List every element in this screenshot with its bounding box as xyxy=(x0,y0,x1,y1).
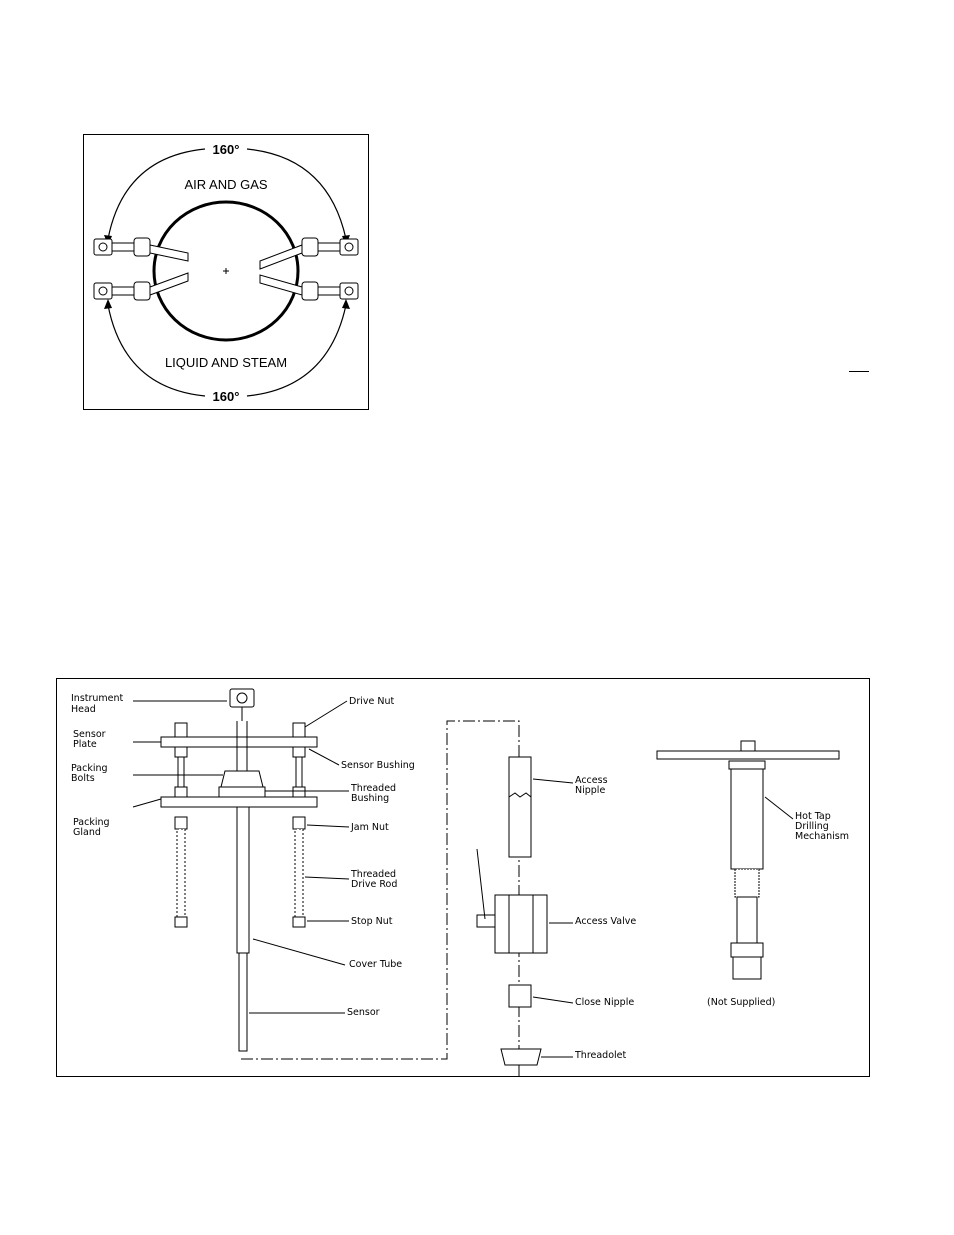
right-sensors xyxy=(259,237,359,301)
threadolet xyxy=(500,1048,542,1066)
arrow-head xyxy=(342,299,350,309)
orientation-figure: 160° 160° AIR AND GAS LIQUID AND STEAM xyxy=(83,134,369,410)
label-drive-nut: Drive Nut xyxy=(349,696,394,707)
label-access-valve: Access Valve xyxy=(575,916,636,927)
valve-handle xyxy=(476,848,486,920)
angle-top-label: 160° xyxy=(213,142,240,157)
liquid-and-steam-label: LIQUID AND STEAM xyxy=(165,355,287,370)
sensor-plate xyxy=(160,736,318,748)
top-left-arc xyxy=(107,148,206,240)
packing-bolts xyxy=(220,770,264,788)
left-sensors xyxy=(93,237,189,301)
top-right-arc xyxy=(246,148,347,240)
leader-lines xyxy=(132,700,794,1058)
label-sensor-bushing: Sensor Bushing xyxy=(341,760,415,771)
close-nipple xyxy=(508,984,532,1008)
hot-tap-drilling-mechanism xyxy=(656,740,840,980)
angle-bottom-label: 160° xyxy=(213,389,240,404)
label-threadolet: Threadolet xyxy=(574,1050,627,1061)
short-rule xyxy=(849,371,869,372)
pipe-center-mark xyxy=(223,268,229,274)
access-nipple xyxy=(508,756,532,858)
left-threaded-drive-rod xyxy=(174,722,188,928)
sensor-rod xyxy=(238,952,248,1052)
label-close-nipple: Close Nipple xyxy=(575,997,634,1008)
instrument-head xyxy=(229,688,255,708)
label-sensor: Sensor xyxy=(347,1007,380,1018)
packing-gland xyxy=(160,796,318,808)
orientation-drawing: 160° 160° AIR AND GAS LIQUID AND STEAM xyxy=(93,142,359,404)
air-and-gas-label: AIR AND GAS xyxy=(184,177,267,192)
label-cover-tube: Cover Tube xyxy=(349,959,402,970)
threaded-bushing xyxy=(218,786,266,798)
pipe-circle xyxy=(152,200,300,342)
right-threaded-drive-rod xyxy=(292,722,306,928)
label-not-supplied: (Not Supplied) xyxy=(707,997,775,1008)
access-valve xyxy=(494,894,548,954)
cover-tube xyxy=(236,806,250,954)
label-jam-nut: Jam Nut xyxy=(350,822,389,833)
bottom-right-arc xyxy=(246,304,347,397)
arrow-head xyxy=(104,299,112,309)
label-stop-nut: Stop Nut xyxy=(351,916,393,927)
centerline xyxy=(241,720,520,1076)
bottom-left-arc xyxy=(107,304,206,397)
